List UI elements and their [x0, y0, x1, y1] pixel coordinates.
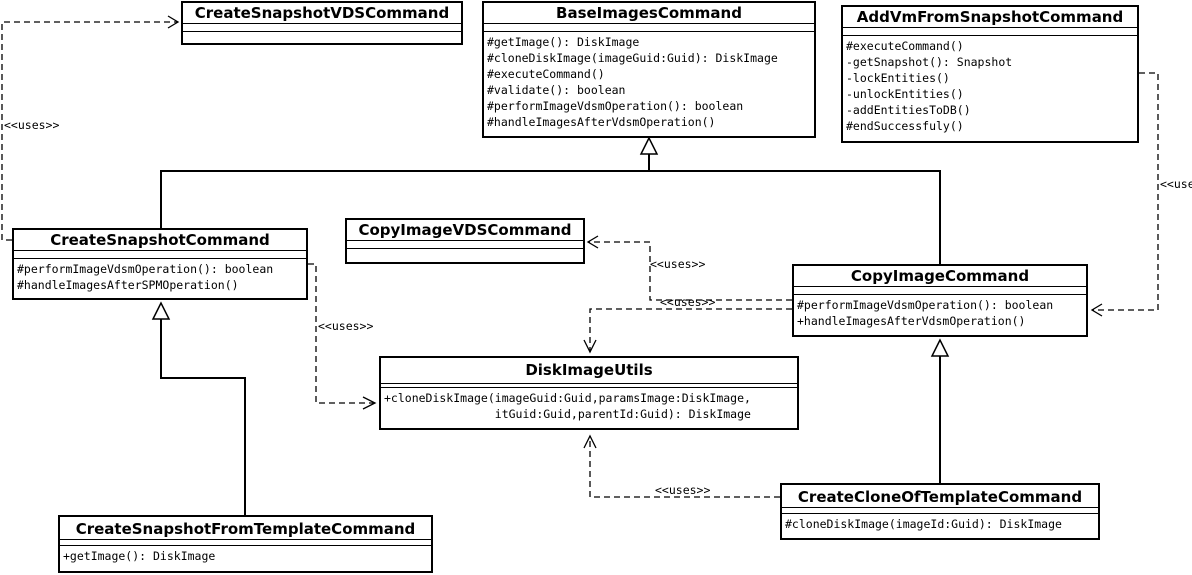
arrowhead-to-copyimagevds	[586, 235, 599, 249]
operation: #handleImagesAfterVdsmOperation()	[487, 115, 716, 129]
uses-label-createsnapshot-vds: <<uses>>	[4, 118, 60, 132]
attributes-compartment	[183, 23, 461, 31]
arrowhead-to-copyimage	[1090, 303, 1103, 317]
operations-compartment: #performImageVdsmOperation(): boolean #h…	[14, 258, 306, 294]
class-name: AddVmFromSnapshotCommand	[856, 8, 1124, 26]
attributes-compartment	[843, 27, 1137, 35]
class-baseimagescommand[interactable]: BaseImagesCommand #getImage(): DiskImage…	[482, 1, 816, 138]
operations-compartment	[183, 31, 461, 38]
attributes-compartment	[381, 383, 797, 387]
class-copyimagevdscommand[interactable]: CopyImageVDSCommand	[345, 218, 585, 264]
operation: #cloneDiskImage(imageGuid:Guid): DiskIma…	[487, 51, 778, 65]
operation: #performImageVdsmOperation(): boolean	[17, 262, 274, 276]
operation: #cloneDiskImage(imageId:Guid): DiskImage	[785, 517, 1062, 531]
operations-compartment: #performImageVdsmOperation(): boolean +h…	[794, 294, 1086, 330]
attributes-compartment	[60, 539, 431, 545]
operation: itGuid:Guid,parentId:Guid): DiskImage	[384, 407, 751, 421]
arrowhead-to-utils-left	[362, 396, 377, 410]
operations-compartment: #executeCommand() -getSnapshot(): Snapsh…	[843, 35, 1137, 135]
uses-line-clone-to-utils	[589, 436, 780, 498]
operation: #performImageVdsmOperation(): boolean	[487, 99, 744, 113]
operation: #handleImagesAfterSPMOperation()	[17, 278, 239, 292]
operations-compartment: +cloneDiskImage(imageGuid:Guid,paramsIma…	[381, 387, 797, 423]
operation: -addEntitiesToDB()	[846, 103, 971, 117]
operation: #executeCommand()	[487, 67, 605, 81]
uses-label-clone-utils: <<uses>>	[655, 483, 711, 497]
class-name: DiskImageUtils	[525, 361, 653, 379]
class-name: CopyImageVDSCommand	[358, 221, 572, 239]
operation: -getSnapshot(): Snapshot	[846, 55, 1013, 69]
arrowhead-to-createsnapshotvds	[167, 15, 180, 29]
inheritance-line-createsnapshot-to-baseimages	[160, 170, 941, 264]
uses-label-copyimage-utils: <<uses>>	[660, 295, 716, 309]
class-name: CreateSnapshotVDSCommand	[194, 4, 450, 22]
uses-line-createsnapshot-to-vds	[1, 21, 178, 241]
class-name: BaseImagesCommand	[556, 4, 742, 22]
operation: +cloneDiskImage(imageGuid:Guid,paramsIma…	[384, 391, 751, 405]
arrowhead-to-utils-bottom	[583, 434, 597, 449]
inheritance-line-fromtemplate-to-createsnapshot	[160, 319, 246, 515]
triangle-copyimage	[930, 338, 950, 357]
operations-compartment: #cloneDiskImage(imageId:Guid): DiskImage	[782, 513, 1098, 533]
attributes-compartment	[347, 240, 583, 248]
class-diskimageutils[interactable]: DiskImageUtils +cloneDiskImage(imageGuid…	[379, 356, 799, 430]
operation: +handleImagesAfterVdsmOperation()	[797, 314, 1026, 328]
attributes-compartment	[484, 23, 814, 31]
operations-compartment	[347, 248, 583, 255]
uses-label-copyimage-vds: <<uses>>	[650, 257, 706, 271]
arrowhead-to-utils-top	[583, 339, 597, 354]
class-name: CreateSnapshotFromTemplateCommand	[75, 520, 416, 538]
class-copyimagecommand[interactable]: CopyImageCommand #performImageVdsmOperat…	[792, 264, 1088, 337]
uses-line-createsnapshot-to-utils	[308, 263, 375, 404]
attributes-compartment	[14, 250, 306, 258]
operation: #validate(): boolean	[487, 83, 626, 97]
class-addvmfromsnapshotcommand[interactable]: AddVmFromSnapshotCommand #executeCommand…	[841, 5, 1139, 143]
operation: -lockEntities()	[846, 71, 950, 85]
operation: #getImage(): DiskImage	[487, 35, 640, 49]
class-createsnapshotcommand[interactable]: CreateSnapshotCommand #performImageVdsmO…	[12, 228, 308, 300]
uses-line-copyimage-to-vds	[588, 241, 792, 301]
operations-compartment: #getImage(): DiskImage #cloneDiskImage(i…	[484, 31, 814, 131]
class-createsnapshotfromtemplatecommand[interactable]: CreateSnapshotFromTemplateCommand +getIm…	[58, 515, 433, 573]
operations-compartment: +getImage(): DiskImage	[60, 545, 431, 565]
class-name: CreateCloneOfTemplateCommand	[797, 488, 1083, 506]
operation: +getImage(): DiskImage	[63, 549, 216, 563]
class-createsnapshotvdscommand[interactable]: CreateSnapshotVDSCommand	[181, 1, 463, 45]
triangle-createsnapshot	[151, 301, 171, 320]
class-name: CreateSnapshotCommand	[50, 231, 270, 249]
triangle-baseimages	[639, 136, 659, 155]
operation: #executeCommand()	[846, 39, 964, 53]
class-name: CopyImageCommand	[850, 267, 1030, 285]
operation: #endSuccessfuly()	[846, 119, 964, 133]
class-createcloneoftemplatecommand[interactable]: CreateCloneOfTemplateCommand #cloneDiskI…	[780, 483, 1100, 540]
attributes-compartment	[794, 286, 1086, 294]
attributes-compartment	[782, 507, 1098, 513]
operation: -unlockEntities()	[846, 87, 964, 101]
uses-label-createsnapshot-utils: <<uses>>	[318, 319, 374, 333]
uses-line-copyimage-to-utils	[589, 308, 792, 352]
uses-label-addvm-copyimage: <<uses>>	[1160, 177, 1192, 191]
operation: #performImageVdsmOperation(): boolean	[797, 298, 1054, 312]
